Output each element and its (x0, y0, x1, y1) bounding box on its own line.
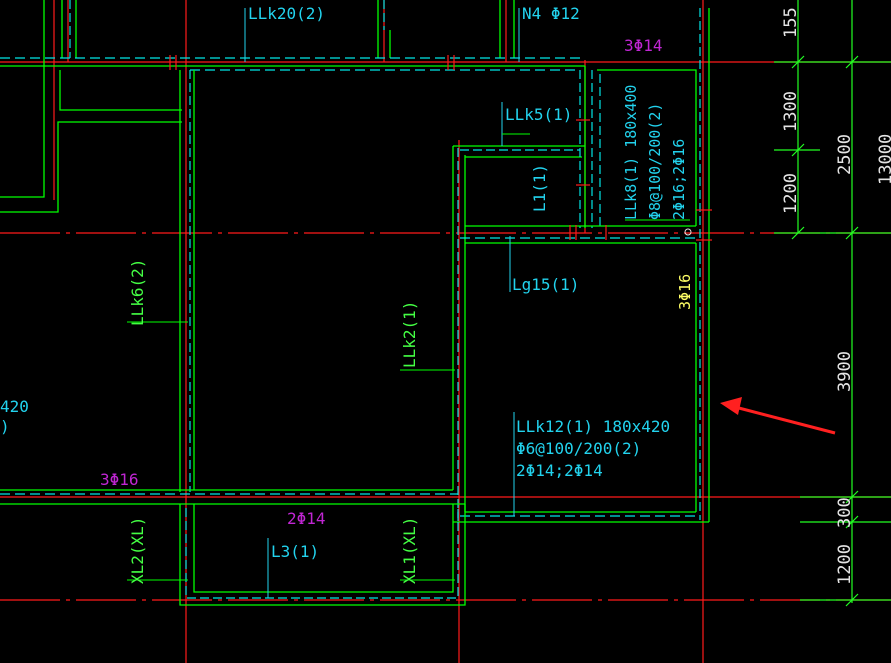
beam-outline (0, 121, 182, 213)
label-left-partial-2: ) (0, 417, 10, 436)
beams (0, 0, 710, 606)
dimension-tick (845, 490, 859, 504)
beam-outline (193, 504, 454, 593)
label-lg15: Lg15(1) (512, 275, 579, 294)
dimension-1300: 1300 (781, 91, 801, 132)
dimension-1200-bottom: 1200 (835, 544, 855, 585)
label-xl1: XL1(XL) (400, 517, 419, 584)
labels: LLk20(2) N4 Φ12 3Φ14 LLk5(1) LLk8(1) 180… (0, 4, 694, 584)
label-llk20: LLk20(2) (248, 4, 325, 23)
label-left-partial-1: 420 (0, 397, 29, 416)
label-top-rebar: 3Φ14 (624, 36, 663, 55)
label-llk6: LLk6(2) (128, 259, 147, 326)
dimension-tick (791, 226, 805, 240)
dimension-300: 300 (835, 497, 855, 528)
label-xl2: XL2(XL) (128, 517, 147, 584)
beam-outline (597, 69, 697, 226)
label-llk8-line3: 2Φ16;2Φ16 (670, 139, 688, 220)
dimension-tick (791, 55, 805, 69)
dimension-3900: 3900 (835, 351, 855, 392)
dimension-tick (791, 143, 805, 157)
label-bottom-rebar: 2Φ14 (287, 509, 326, 528)
dimension-tick (845, 515, 859, 529)
leader-lines (127, 8, 690, 598)
dimension-tick (845, 55, 859, 69)
label-right-rebar: 3Φ16 (676, 274, 694, 310)
dimension-tick (845, 593, 859, 607)
label-n4: N4 Φ12 (522, 4, 580, 23)
label-llk2: LLk2(1) (400, 301, 419, 368)
arrow-head (720, 397, 742, 415)
column-ticks (169, 55, 712, 241)
dimension-2500: 2500 (835, 134, 855, 175)
beam-outline (0, 0, 45, 198)
dimension-tick (845, 226, 859, 240)
annotation-arrow (720, 397, 836, 435)
label-llk8-line1: LLk8(1) 180x400 (622, 85, 640, 220)
dimension-cut: 13000 (876, 134, 891, 185)
dimension-lines (774, 0, 891, 607)
label-llk12-line3: 2Φ14;2Φ14 (516, 461, 603, 480)
label-llk8-line2: Φ8@100/200(2) (646, 103, 664, 220)
label-l3: L3(1) (271, 542, 319, 561)
beam-outline (185, 508, 459, 599)
arrow-shaft (734, 405, 836, 435)
beam-outline (179, 504, 466, 606)
label-llk12-line1: LLk12(1) 180x420 (516, 417, 670, 436)
dimension-texts: 155 1300 1200 2500 13000 3900 300 1200 (781, 7, 891, 585)
label-llk12-line2: Φ6@100/200(2) (516, 439, 641, 458)
dimension-1200-top: 1200 (781, 173, 801, 214)
dimension-155: 155 (781, 7, 801, 38)
beam-outline (59, 70, 182, 111)
label-l1: L1(1) (530, 164, 549, 212)
column-marker (684, 228, 692, 236)
label-llk5: LLk5(1) (505, 105, 572, 124)
label-bottom-left-rebar: 3Φ16 (100, 470, 139, 489)
